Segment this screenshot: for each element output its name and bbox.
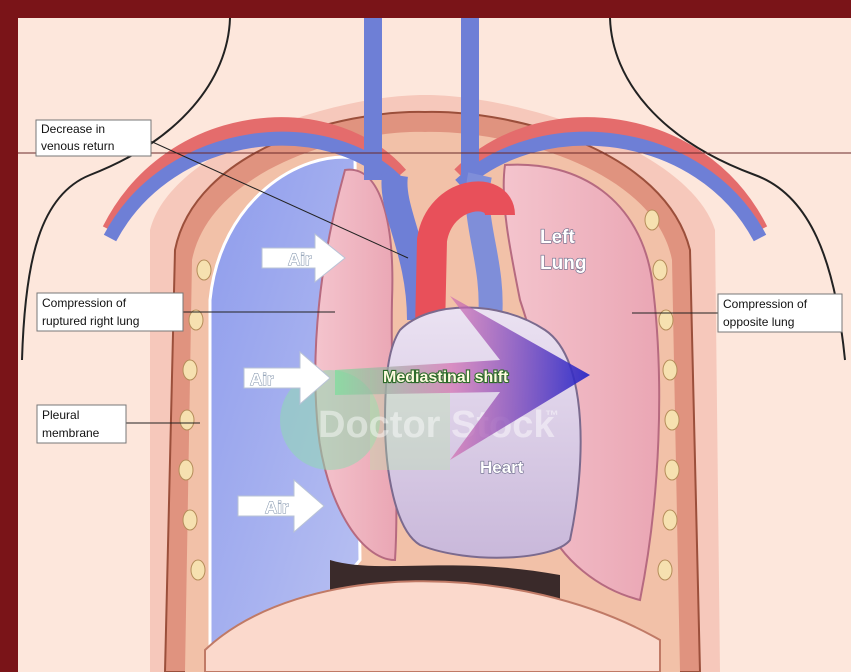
callout-compression-opposite-line1: Compression of [723, 297, 808, 311]
left-lung-label-line2: Lung [540, 253, 586, 274]
callout-pleural-line1: Pleural [42, 408, 79, 422]
mediastinal-shift-label: Mediastinal shift [383, 369, 509, 386]
air-label-3: Air [265, 498, 289, 517]
heart-label: Heart [480, 458, 524, 477]
callout-decrease-line2: venous return [41, 139, 114, 153]
watermark-tm: ™ [545, 407, 559, 423]
callout-pleural-line2: membrane [42, 426, 100, 440]
callout-compression-right-line2: ruptured right lung [42, 314, 139, 328]
callout-compression-right-lung: Compression of ruptured right lung [37, 293, 183, 331]
left-lung-label-line1: Left [540, 227, 576, 248]
callout-compression-opposite-lung: Compression of opposite lung [718, 294, 842, 332]
air-label-2: Air [250, 370, 274, 389]
callout-decrease-venous-return: Decrease in venous return [36, 120, 151, 156]
callout-decrease-line1: Decrease in [41, 122, 105, 136]
air-label-1: Air [288, 250, 312, 269]
callout-pleural-membrane: Pleural membrane [37, 405, 126, 443]
callout-compression-right-line1: Compression of [42, 296, 127, 310]
callout-compression-opposite-line2: opposite lung [723, 315, 794, 329]
